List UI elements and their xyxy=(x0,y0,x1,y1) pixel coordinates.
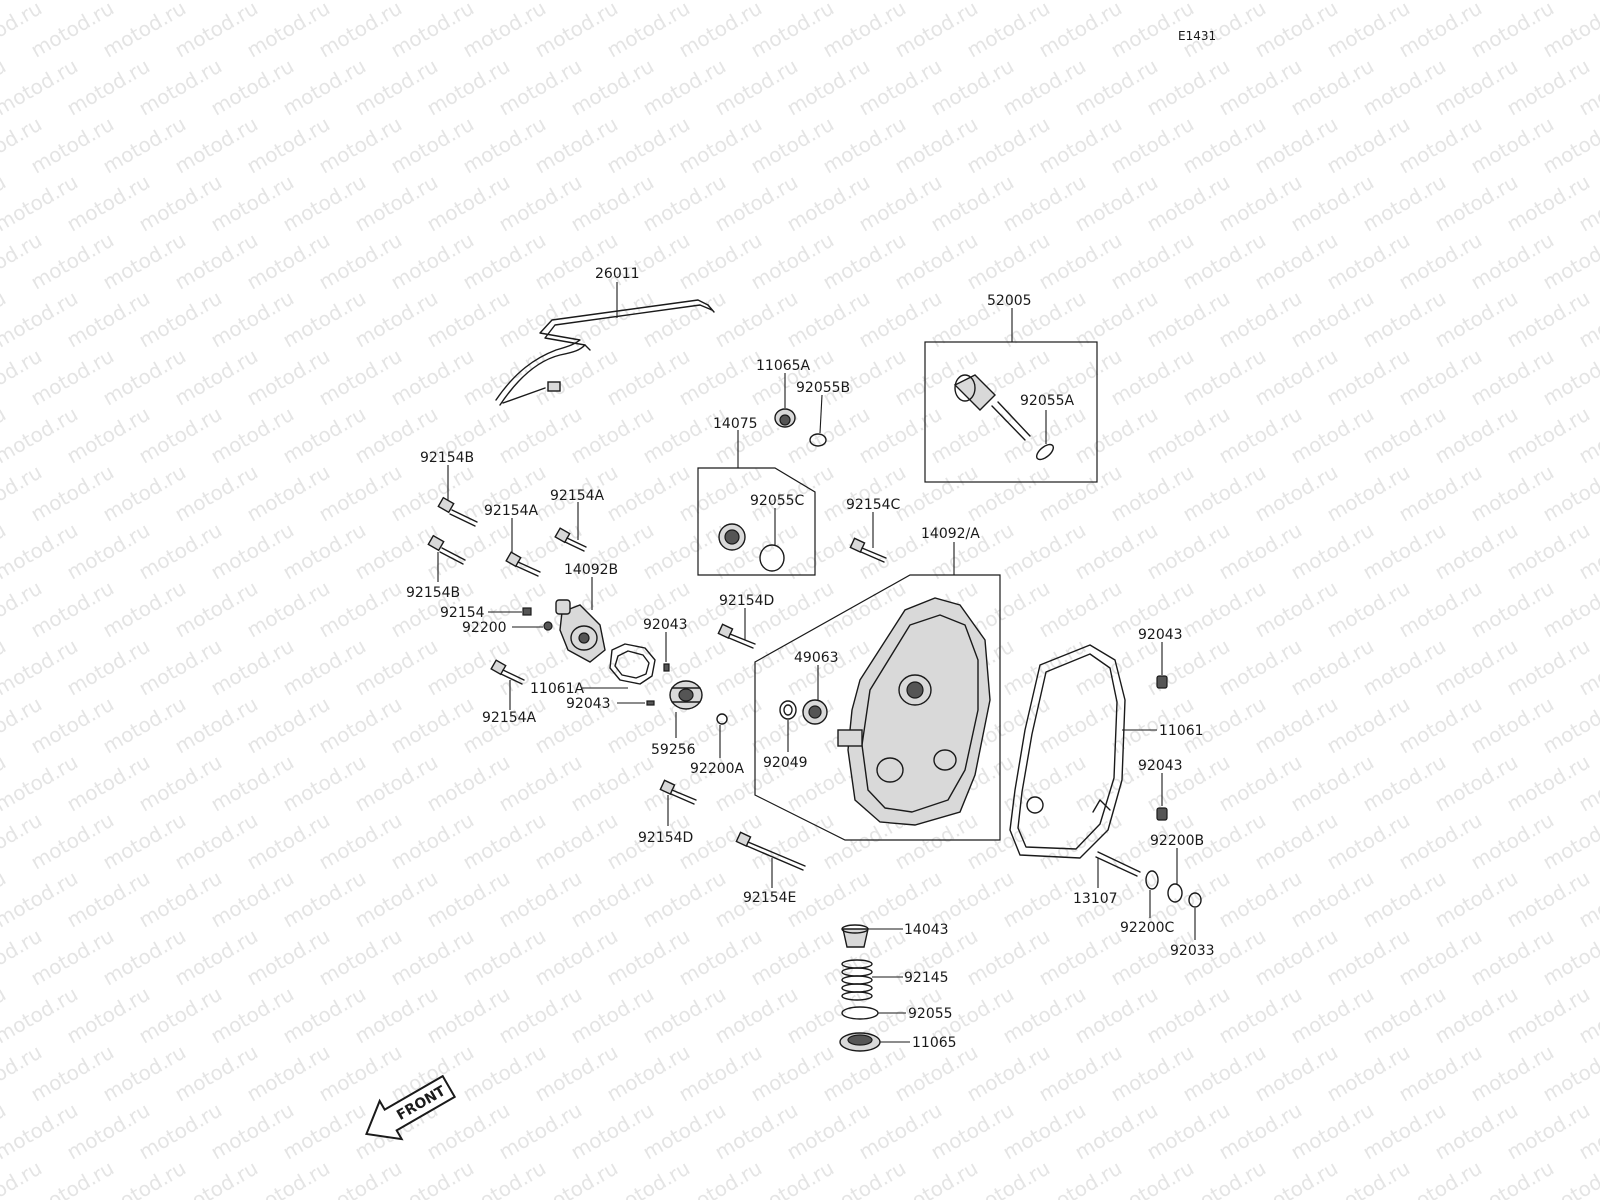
label-92055C[interactable]: 92055C xyxy=(750,493,805,509)
part-92043-dowel-r2[interactable] xyxy=(1156,807,1168,821)
watermark-text: motod.ru xyxy=(1575,0,1600,4)
part-92154A-bolt-3[interactable] xyxy=(490,659,525,685)
part-92154E-bolt[interactable] xyxy=(735,831,806,871)
watermark-text: motod.ru xyxy=(0,0,82,4)
part-14092A-cover[interactable] xyxy=(837,597,991,826)
part-92200C-washer[interactable] xyxy=(1145,870,1159,890)
part-14092B-water-pump[interactable] xyxy=(555,599,606,663)
part-92154D-bolt-2[interactable] xyxy=(659,779,697,805)
label-92043-r1[interactable]: 92043 xyxy=(1138,627,1183,643)
box-14092A xyxy=(754,574,1001,841)
label-92043-r2[interactable]: 92043 xyxy=(1138,758,1183,774)
label-92154B-2[interactable]: 92154B xyxy=(406,585,460,601)
part-92154B-bolt-top[interactable] xyxy=(437,496,478,527)
label-52005[interactable]: 52005 xyxy=(987,293,1032,309)
part-14043-plug[interactable] xyxy=(841,924,869,948)
part-92154-bolt-small[interactable] xyxy=(522,607,532,616)
part-92043-dowel-2[interactable] xyxy=(646,700,655,706)
label-92043-2[interactable]: 92043 xyxy=(566,696,611,712)
label-92033[interactable]: 92033 xyxy=(1170,943,1215,959)
part-92154D-bolt-1[interactable] xyxy=(717,623,756,649)
label-92200B[interactable]: 92200B xyxy=(1150,833,1204,849)
box-52005 xyxy=(924,341,1098,483)
part-92200A-washer[interactable] xyxy=(716,713,728,725)
part-26011-harness[interactable] xyxy=(495,299,715,406)
label-92154A-2[interactable]: 92154A xyxy=(550,488,605,504)
label-92154E[interactable]: 92154E xyxy=(743,890,796,906)
part-92043-dowel-r1[interactable] xyxy=(1156,675,1168,689)
label-92154B-top[interactable]: 92154B xyxy=(420,450,474,466)
label-92154A-1[interactable]: 92154A xyxy=(484,503,539,519)
part-52005-oil-gauge[interactable] xyxy=(953,374,1031,441)
part-92043-dowel-1[interactable] xyxy=(663,663,670,672)
label-49063[interactable]: 49063 xyxy=(794,650,839,666)
part-92033-circlip[interactable] xyxy=(1188,892,1202,908)
label-92055B[interactable]: 92055B xyxy=(796,380,850,396)
label-92200C[interactable]: 92200C xyxy=(1120,920,1175,936)
part-11061A-gasket[interactable] xyxy=(609,643,656,685)
label-11065A[interactable]: 11065A xyxy=(756,358,811,374)
part-49063-bearing[interactable] xyxy=(802,699,828,725)
label-14092A[interactable]: 14092/A xyxy=(921,526,980,542)
label-14043[interactable]: 14043 xyxy=(904,922,949,938)
part-92154A-bolt-1[interactable] xyxy=(505,551,541,577)
part-92055A-oring[interactable] xyxy=(1034,442,1056,463)
part-59256-impeller[interactable] xyxy=(669,680,703,710)
part-92145-spring[interactable] xyxy=(841,959,873,1001)
label-92200[interactable]: 92200 xyxy=(462,620,507,636)
label-11061A[interactable]: 11061A xyxy=(530,681,585,697)
label-13107[interactable]: 13107 xyxy=(1073,891,1118,907)
label-92154D-2[interactable]: 92154D xyxy=(638,830,693,846)
part-92154C-bolt[interactable] xyxy=(849,537,887,563)
label-59256[interactable]: 59256 xyxy=(651,742,696,758)
part-11065-cap[interactable] xyxy=(839,1032,881,1052)
label-26011[interactable]: 26011 xyxy=(595,266,640,282)
part-92200B-washer[interactable] xyxy=(1167,883,1183,903)
label-14075[interactable]: 14075 xyxy=(713,416,758,432)
part-13107-shaft[interactable] xyxy=(1095,851,1141,877)
label-92055A[interactable]: 92055A xyxy=(1020,393,1075,409)
box-14075 xyxy=(697,467,816,576)
label-92154A-3[interactable]: 92154A xyxy=(482,710,537,726)
label-92154C[interactable]: 92154C xyxy=(846,497,901,513)
label-11061[interactable]: 11061 xyxy=(1159,723,1204,739)
part-14075-seal[interactable] xyxy=(718,523,746,551)
label-92055[interactable]: 92055 xyxy=(908,1006,953,1022)
part-92055B-oring[interactable] xyxy=(809,433,827,447)
label-92200A[interactable]: 92200A xyxy=(690,761,745,777)
part-11061-gasket[interactable] xyxy=(1009,644,1126,859)
part-92055C-oring[interactable] xyxy=(759,544,785,572)
label-92049[interactable]: 92049 xyxy=(763,755,808,771)
part-92200-washer[interactable] xyxy=(543,621,553,631)
part-11065A-cap[interactable] xyxy=(774,408,796,428)
label-92154[interactable]: 92154 xyxy=(440,605,485,621)
label-14092B[interactable]: 14092B xyxy=(564,562,618,578)
part-92154B-bolt-2[interactable] xyxy=(427,534,466,565)
label-92043-1[interactable]: 92043 xyxy=(643,617,688,633)
label-92154D-1[interactable]: 92154D xyxy=(719,593,774,609)
label-92145[interactable]: 92145 xyxy=(904,970,949,986)
label-11065[interactable]: 11065 xyxy=(912,1035,957,1051)
diagram-code: E1431 xyxy=(1178,29,1216,43)
part-92154A-bolt-2[interactable] xyxy=(554,527,587,552)
part-92049-seal[interactable] xyxy=(779,700,797,720)
